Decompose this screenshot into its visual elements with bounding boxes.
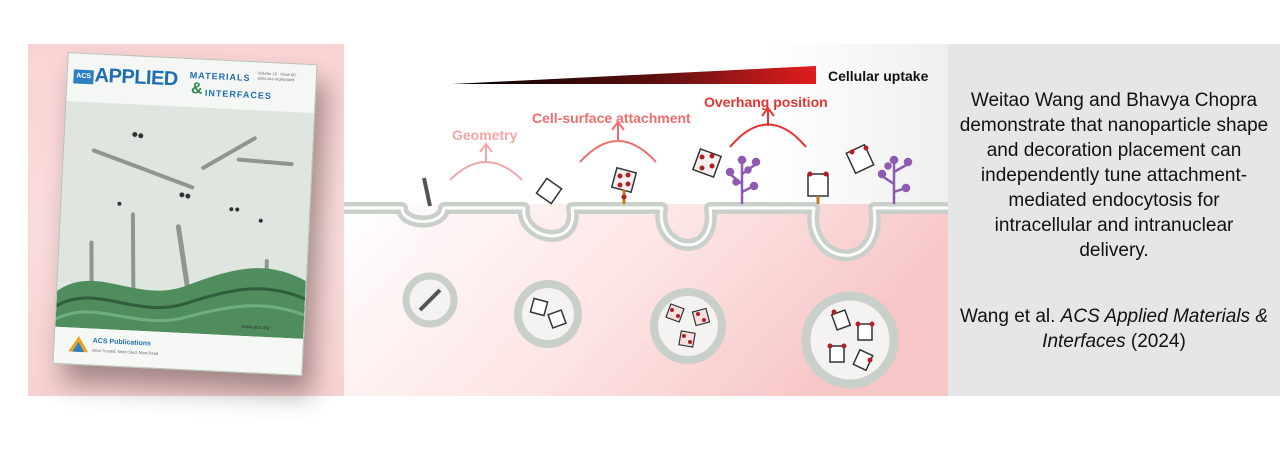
dna-tile-attached-1	[610, 166, 638, 204]
endosome-4	[801, 291, 899, 389]
uptake-label: Cellular uptake	[828, 68, 929, 84]
dna-tile-overhang-3	[845, 143, 875, 175]
label-geometry: Geometry	[452, 127, 518, 143]
nanocube-surface	[535, 177, 563, 205]
cover-footer: ACS Publications Most Trusted. Most Cite…	[53, 326, 304, 375]
journal-cover: ACS APPLIED MATERIALS & INTERFACES Volum…	[52, 52, 318, 376]
cover-title-ampersand: &	[190, 80, 204, 98]
cover-issue-info: Volume 16 · Issue 00 · pubs.acs.org/acsa…	[257, 70, 299, 83]
endosome-2	[514, 280, 582, 348]
nanorod-surface	[422, 177, 432, 207]
cell-membrane	[344, 202, 948, 262]
cover-artwork	[55, 101, 315, 339]
label-cell-surface-attachment: Cell-surface attachment	[532, 110, 691, 126]
summary-panel: Weitao Wang and Bhavya Chopra demonstrat…	[948, 44, 1280, 396]
endocytosis-diagram: Cellular uptake Geometry Cell-surface at…	[344, 44, 948, 396]
citation-authors: Wang et al.	[959, 306, 1056, 327]
citation-year: (2024)	[1130, 331, 1186, 352]
arrow-cell-surface	[579, 140, 657, 163]
dna-tile-overhang-1	[691, 147, 723, 179]
acs-badge: ACS	[73, 69, 94, 85]
endosome-3	[650, 288, 726, 364]
endocytosis-figure: Cellular uptake Geometry Cell-surface at…	[344, 44, 948, 396]
cover-title-interfaces: INTERFACES	[204, 87, 273, 102]
acs-logo-icon	[68, 335, 89, 353]
receptor-2	[877, 155, 913, 204]
label-overhang-position: Overhang position	[704, 94, 828, 110]
citation-journal: ACS Applied Materials & Interfaces	[1042, 306, 1269, 352]
citation: Wang et al. ACS Applied Materials & Inte…	[958, 304, 1270, 354]
uptake-gradient-wedge	[452, 66, 816, 84]
cover-title-applied: APPLIED	[94, 64, 179, 91]
publisher-logo-text: ACS Publications	[92, 337, 152, 348]
summary-text: Weitao Wang and Bhavya Chopra demonstrat…	[959, 90, 1269, 261]
receptor-1	[725, 155, 761, 204]
endosome-1	[402, 272, 458, 328]
dna-tile-overhang-2	[807, 171, 829, 204]
publisher-tagline: Most Trusted. Most Cited. Most Read.	[92, 347, 160, 356]
